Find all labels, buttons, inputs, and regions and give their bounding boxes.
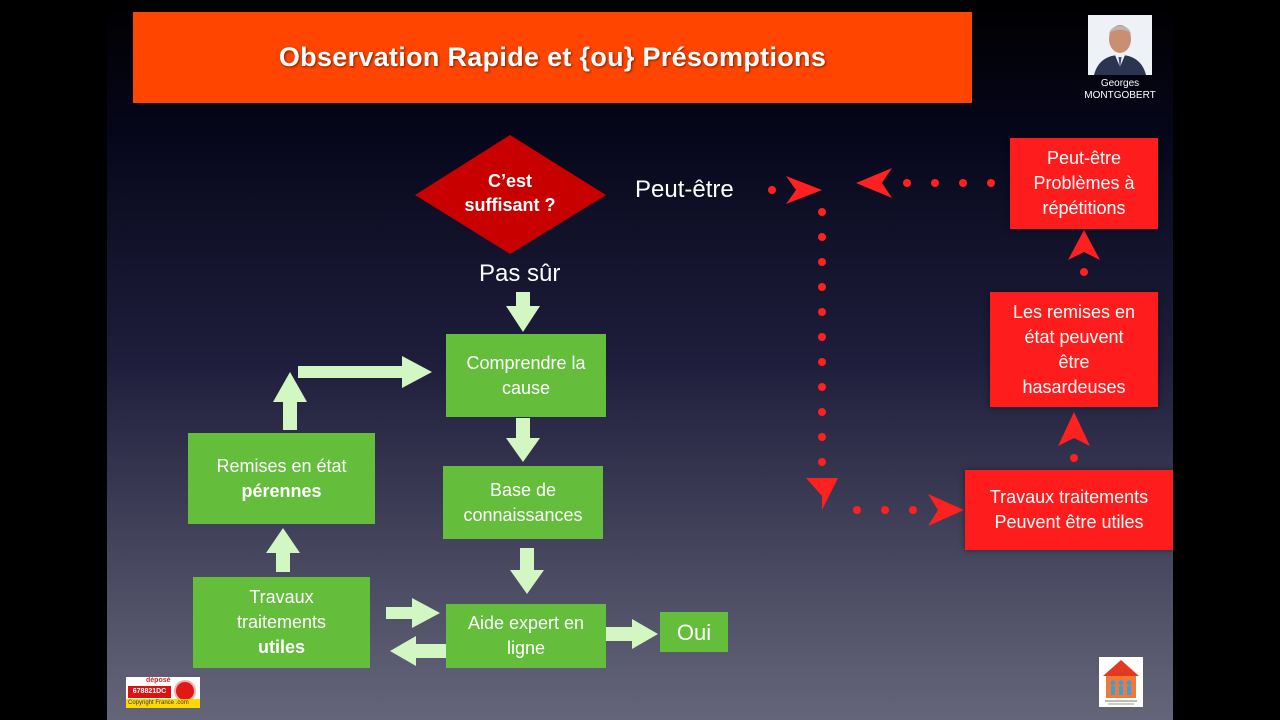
arrow-understand-to-knowledge — [506, 418, 540, 462]
box-understand-cause: Comprendre la cause — [446, 334, 606, 417]
stamp-line-1: déposé — [146, 677, 171, 684]
page-title: Observation Rapide et {ou} Présomptions — [278, 42, 827, 72]
label-unsure: Pas sûr — [479, 260, 561, 287]
box-risky-repairs: Les remises en état peuvent être hasarde… — [990, 292, 1158, 407]
stamp-line-2: 678821DC — [128, 686, 171, 698]
arrow-unsure-to-understand — [506, 292, 540, 332]
arrow-works-to-repairs — [266, 528, 300, 572]
red-arrow-down — [806, 478, 838, 510]
box-repeated-problems: Peut-être Problèmes à répétitions — [1010, 138, 1158, 229]
repairs-label: Remises en état — [216, 455, 347, 476]
box-knowledge-base: Base de connaissances — [443, 466, 603, 539]
red-arrow-to-useful — [928, 494, 964, 526]
author-first-name: Georges — [1100, 78, 1140, 89]
arrow-knowledge-to-expert — [510, 548, 544, 594]
arrow-expert-to-works — [390, 636, 446, 666]
box-lasting-repairs: Remises en état pérennes — [188, 433, 375, 524]
red-arrow-problems-left — [856, 168, 892, 198]
box-useful-treatments: Travaux traitements Peuvent être utiles — [965, 470, 1173, 550]
box-useful-works: Travaux traitements utiles — [193, 577, 370, 668]
decision-text: C’est suffisant ? — [464, 171, 556, 215]
repairs-label-bold: pérennes — [241, 480, 322, 501]
arrow-expert-to-yes — [606, 619, 658, 649]
decision-diamond — [415, 135, 606, 254]
works-label: Travaux traitements — [236, 587, 327, 632]
label-maybe: Peut-être — [635, 176, 734, 203]
works-label-bold: utiles — [257, 637, 305, 657]
red-arrow-useful-to-risky — [1058, 412, 1090, 446]
stamp-line-3: Copyright France .com — [126, 699, 200, 708]
author-photo — [1088, 15, 1152, 75]
red-arrow-risky-to-problems — [1068, 230, 1100, 260]
useful-line-2: Peuvent être utiles — [994, 512, 1144, 532]
arrow-top-to-understand — [298, 356, 432, 388]
house-logo-icon — [1099, 657, 1143, 707]
red-arrow-maybe-right — [786, 176, 822, 204]
useful-line-1: Travaux traitements — [989, 487, 1149, 507]
author-name: Georges MONTGOBERT — [1070, 78, 1170, 102]
copyright-stamp: déposé 678821DC Copyright France .com — [126, 677, 200, 708]
box-yes: Oui — [660, 612, 728, 652]
author-last-name: MONTGOBERT — [1084, 90, 1156, 101]
box-online-expert: Aide expert en ligne — [446, 604, 606, 668]
arrow-works-to-expert — [386, 598, 440, 628]
title-bar: Observation Rapide et {ou} Présomptions — [133, 12, 972, 103]
arrow-repairs-up — [273, 372, 307, 430]
